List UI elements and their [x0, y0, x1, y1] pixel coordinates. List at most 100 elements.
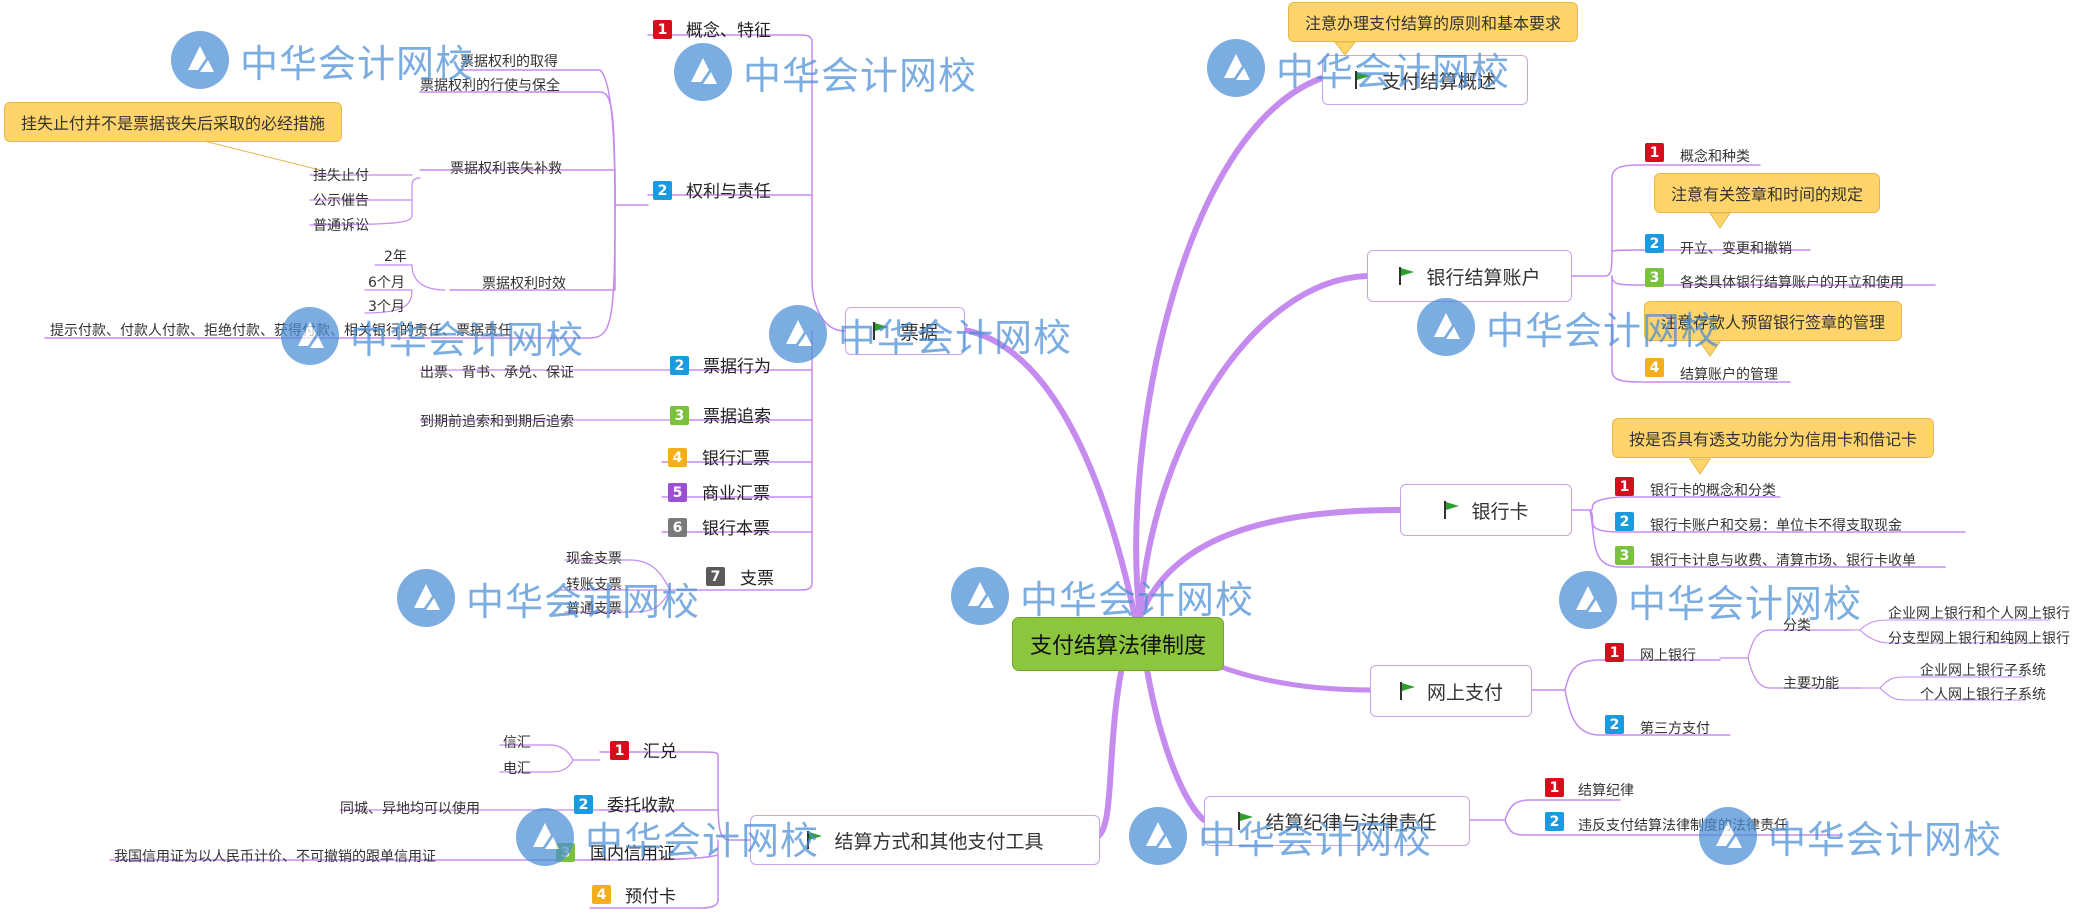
online-classify-item[interactable]: 分支型网上银行和纯网上银行 — [1888, 631, 2070, 647]
watermark: 中华会计网校 — [1558, 570, 1862, 630]
bill-item[interactable]: 支票 — [740, 569, 774, 589]
card-item[interactable]: 银行卡的概念和分类 — [1650, 483, 1776, 499]
bill-item[interactable]: 银行汇票 — [702, 449, 770, 469]
number-2-icon: 2 — [574, 795, 593, 814]
school-logo-icon — [1207, 39, 1265, 97]
school-logo-icon — [1417, 298, 1475, 356]
school-logo-icon — [951, 567, 1009, 625]
number-4-icon: 4 — [668, 448, 687, 467]
remedy-item[interactable]: 普通诉讼 — [313, 218, 369, 234]
check-item[interactable]: 普通支票 — [566, 601, 622, 617]
bill-item[interactable]: 权利与责任 — [686, 182, 771, 202]
school-logo-icon — [674, 43, 732, 101]
card-note: 按是否具有透支功能分为信用卡和借记卡 — [1612, 418, 1935, 458]
flag-icon — [807, 831, 823, 849]
card-item[interactable]: 银行卡计息与收费、清算市场、银行卡收单 — [1650, 553, 1916, 569]
limit-item[interactable]: 6个月 — [368, 275, 405, 291]
remit-item[interactable]: 信汇 — [503, 735, 531, 751]
watermark: 中华会计网校 — [768, 304, 1072, 364]
bill-item[interactable]: 概念、特征 — [686, 21, 771, 41]
account-item[interactable]: 结算账户的管理 — [1680, 367, 1778, 383]
number-3-icon: 3 — [670, 406, 689, 425]
watermark: 中华会计网校 — [1128, 806, 1432, 866]
school-logo-icon — [171, 31, 229, 89]
online-function-item[interactable]: 个人网上银行子系统 — [1920, 687, 2046, 703]
bill-item[interactable]: 票据追索 — [703, 407, 771, 427]
collect-note[interactable]: 同城、异地均可以使用 — [340, 801, 480, 817]
number-5-icon: 5 — [668, 483, 687, 502]
flag-icon — [872, 322, 888, 340]
number-2-icon: 2 — [1615, 512, 1634, 531]
check-item[interactable]: 现金支票 — [566, 551, 622, 567]
number-2-icon: 2 — [1545, 812, 1564, 831]
number-3-icon: 3 — [1645, 268, 1664, 287]
branch-overview[interactable]: 支付结算概述 — [1322, 55, 1528, 105]
branch-methods[interactable]: 结算方式和其他支付工具 — [750, 815, 1100, 865]
remedy-item[interactable]: 挂失止付 — [313, 168, 369, 184]
account-note: 注意有关签章和时间的规定 — [1654, 173, 1881, 213]
school-logo-icon — [769, 305, 827, 363]
watermark: 中华会计网校 — [396, 568, 700, 628]
recourse-note[interactable]: 到期前追索和到期后追索 — [420, 414, 574, 430]
discipline-item[interactable]: 结算纪律 — [1578, 783, 1634, 799]
bill-item[interactable]: 银行本票 — [702, 519, 770, 539]
check-item[interactable]: 转账支票 — [566, 577, 622, 593]
rights-item[interactable]: 票据权利丧失补救 — [450, 161, 562, 177]
school-logo-icon — [397, 569, 455, 627]
number-2-icon: 2 — [670, 356, 689, 375]
root-label: 支付结算法律制度 — [1029, 634, 1206, 659]
online-function-label[interactable]: 主要功能 — [1783, 676, 1839, 692]
remit-item[interactable]: 电汇 — [503, 761, 531, 777]
number-2-icon: 2 — [1605, 715, 1624, 734]
methods-item[interactable]: 国内信用证 — [590, 844, 675, 864]
flag-icon — [1444, 501, 1460, 519]
watermark: 中华会计网校 — [673, 42, 977, 102]
branch-card[interactable]: 银行卡 — [1400, 484, 1572, 536]
online-classify-label[interactable]: 分类 — [1783, 618, 1811, 634]
account-item[interactable]: 概念和种类 — [1680, 149, 1750, 165]
branch-bill[interactable]: 票据 — [845, 307, 965, 355]
bill-item[interactable]: 票据行为 — [703, 357, 771, 377]
branch-account[interactable]: 银行结算账户 — [1367, 250, 1572, 302]
number-1-icon: 1 — [1645, 143, 1664, 162]
rights-item[interactable]: 票据权利的取得 — [460, 54, 558, 70]
methods-item[interactable]: 预付卡 — [625, 887, 676, 907]
watermark: 中华会计网校 — [950, 566, 1254, 626]
bill-item[interactable]: 商业汇票 — [702, 484, 770, 504]
online-item[interactable]: 第三方支付 — [1640, 721, 1710, 737]
root-node[interactable]: 支付结算法律制度 — [1012, 617, 1224, 671]
limit-item[interactable]: 3个月 — [368, 299, 405, 315]
rights-item[interactable]: 票据权利时效 — [482, 276, 566, 292]
lc-note[interactable]: 我国信用证为以人民币计价、不可撤销的跟单信用证 — [114, 849, 436, 865]
acts-note[interactable]: 出票、背书、承兑、保证 — [420, 365, 574, 381]
school-logo-icon — [1129, 807, 1187, 865]
number-1-icon: 1 — [1605, 643, 1624, 662]
watermark: 中华会计网校 — [1416, 297, 1720, 357]
rights-item[interactable]: 票据权利的行使与保全 — [420, 78, 560, 94]
school-logo-icon — [281, 307, 339, 365]
account-item[interactable]: 开立、变更和撤销 — [1680, 241, 1792, 257]
watermark: 中华会计网校 — [515, 807, 819, 867]
account-item[interactable]: 各类具体银行结算账户的开立和使用 — [1680, 275, 1904, 291]
branch-discipline[interactable]: 结算纪律与法律责任 — [1204, 796, 1470, 846]
watermark: 中华会计网校 — [170, 30, 474, 90]
limit-item[interactable]: 2年 — [384, 249, 407, 265]
number-4-icon: 4 — [592, 885, 611, 904]
methods-item[interactable]: 汇兑 — [643, 742, 677, 762]
number-7-icon: 7 — [706, 567, 725, 586]
rights-item[interactable]: 提示付款、付款人付款、拒绝付款、获得付款、相关银行的责任、票据责任 — [50, 323, 512, 339]
online-classify-item[interactable]: 企业网上银行和个人网上银行 — [1888, 606, 2070, 622]
branch-online[interactable]: 网上支付 — [1370, 665, 1532, 717]
flag-icon — [1399, 267, 1415, 285]
online-function-item[interactable]: 企业网上银行子系统 — [1920, 663, 2046, 679]
watermark: 中华会计网校 — [1698, 806, 2002, 866]
online-item[interactable]: 网上银行 — [1640, 648, 1696, 664]
methods-item[interactable]: 委托收款 — [607, 796, 675, 816]
school-logo-icon — [516, 808, 574, 866]
card-item[interactable]: 银行卡账户和交易：单位卡不得支取现金 — [1650, 518, 1902, 534]
number-2-icon: 2 — [1645, 234, 1664, 253]
flag-icon — [1354, 71, 1370, 89]
flag-icon — [1238, 812, 1254, 830]
number-2-icon: 2 — [653, 181, 672, 200]
remedy-item[interactable]: 公示催告 — [313, 193, 369, 209]
